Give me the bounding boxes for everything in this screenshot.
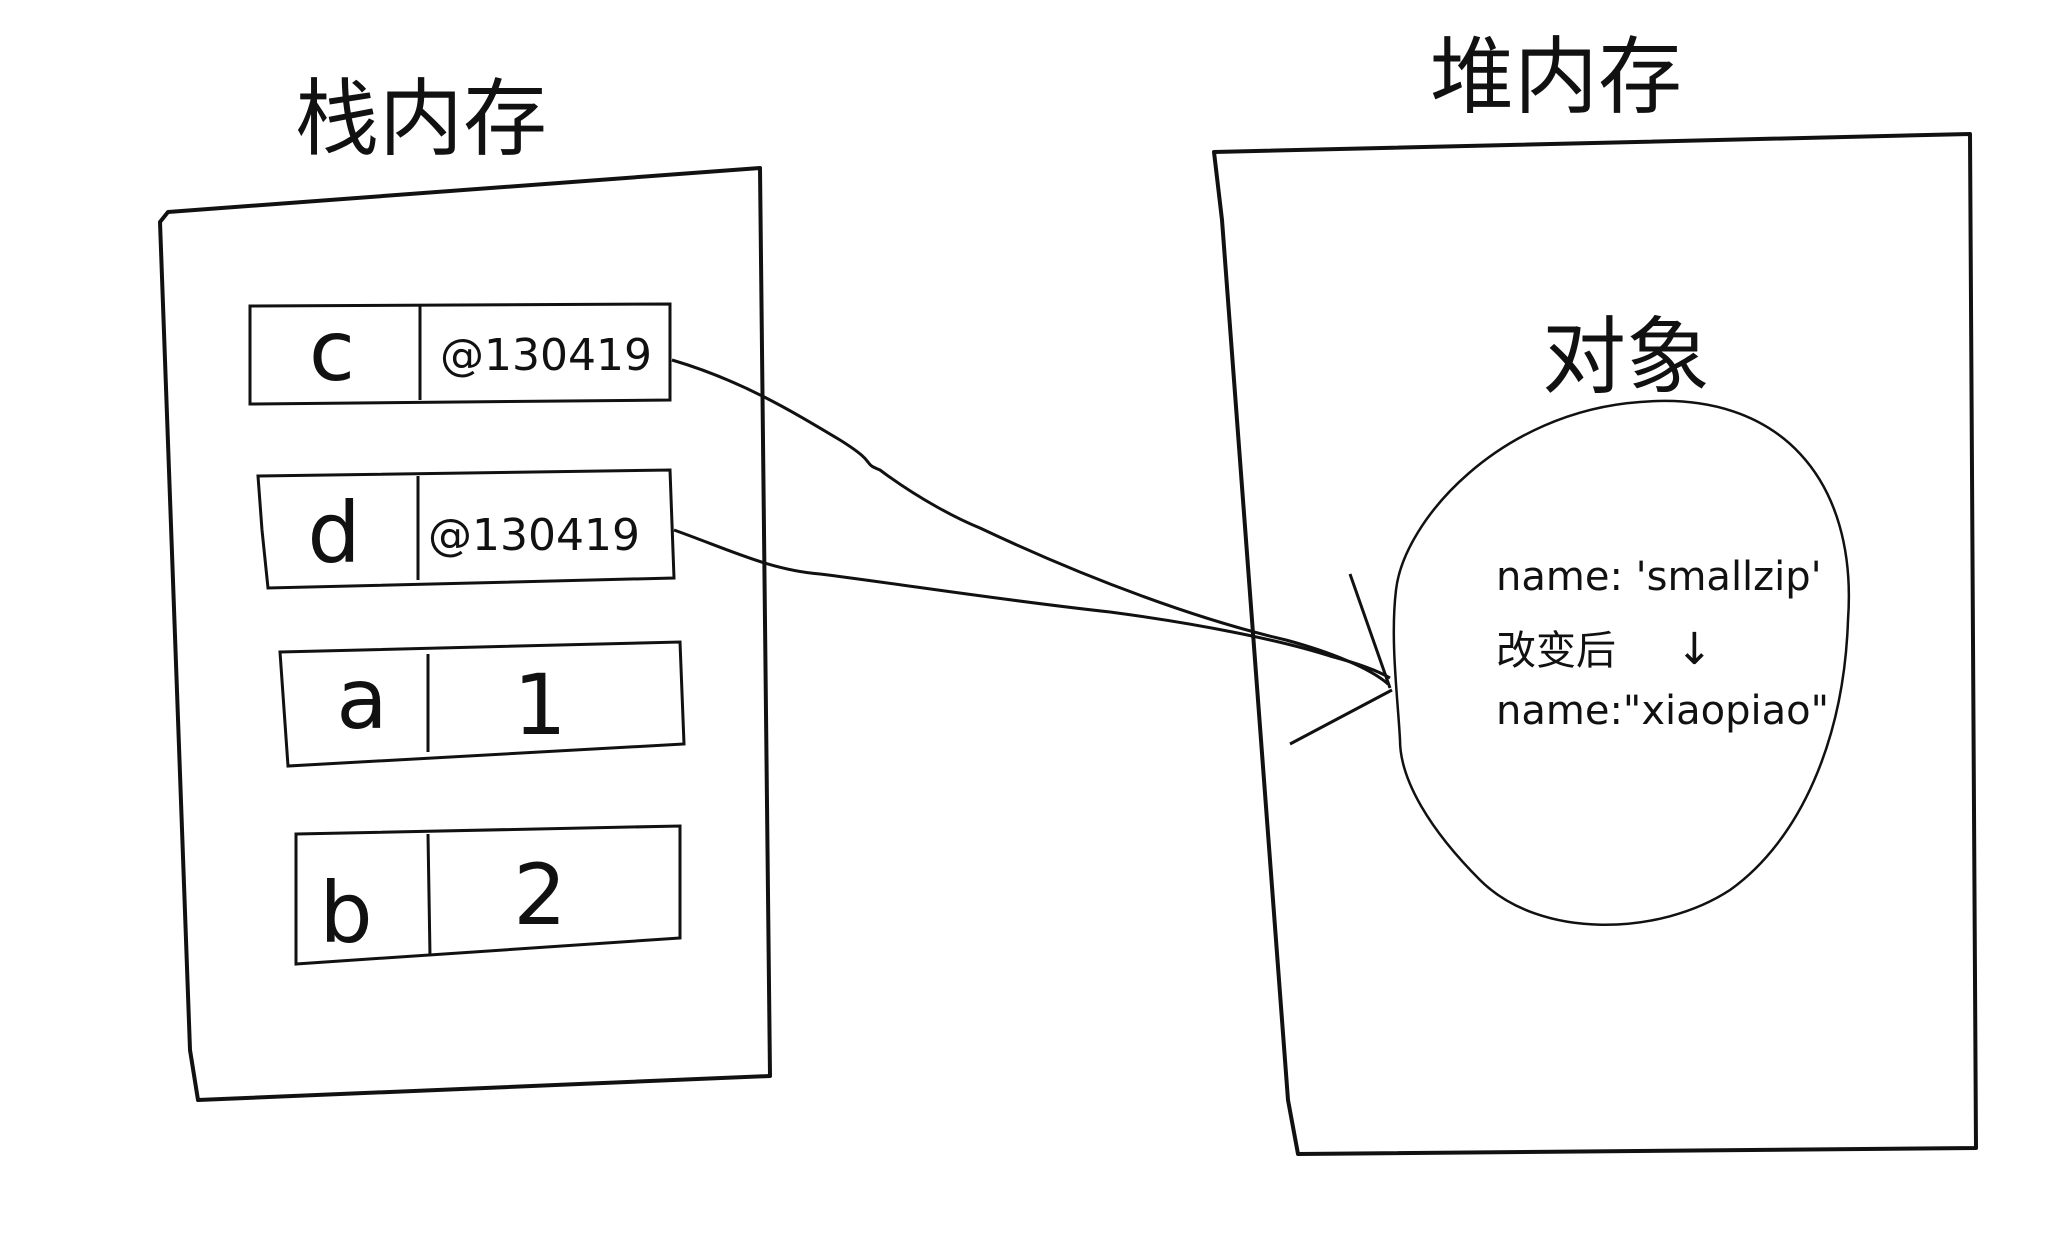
stack-cell-d: d @130419 (256, 468, 676, 590)
arrowhead-lower-stroke (1289, 688, 1393, 746)
stack-cell-a-box (278, 640, 686, 768)
stack-title: 栈内存 (295, 70, 547, 168)
stack-frame (158, 166, 772, 1102)
stack-cell-a: a 1 (278, 640, 686, 768)
stack-cell-b-value: 2 (513, 846, 566, 944)
reference-line-c (671, 358, 1389, 686)
stack-cell-d-box (256, 468, 676, 590)
heap-object-label: 对象 (1542, 308, 1710, 406)
heap-object-before: name: 'smallzip' (1496, 554, 1822, 600)
reference-line-d (673, 528, 1391, 680)
heap-title: 堆内存 (1430, 28, 1682, 126)
heap-object-changed-label: 改变后 (1496, 628, 1616, 674)
stack-cell-d-name: d (307, 484, 360, 582)
arrowhead-upper-stroke (1348, 573, 1392, 689)
heap-object-blob (1392, 399, 1851, 926)
stack-cell-a-value: 1 (513, 656, 566, 754)
stack-cell-a-name: a (336, 650, 387, 748)
stack-cell-c-box (248, 302, 672, 406)
stack-cell-b-box (294, 824, 682, 966)
stack-cell-d-value: @130419 (428, 510, 640, 561)
stack-cell-c: c @130419 (248, 302, 672, 406)
heap-object-after: name:"xiaopiao" (1496, 688, 1829, 734)
stack-cell-c-name: c (309, 302, 355, 400)
stack-cell-b-divider (426, 833, 432, 957)
heap-frame (1212, 132, 1978, 1156)
stack-cell-c-value: @130419 (440, 330, 652, 381)
stack-cell-b-name: b (319, 864, 372, 962)
stack-cell-b: b 2 (294, 824, 682, 966)
down-arrow-icon: ↓ (1676, 624, 1713, 675)
